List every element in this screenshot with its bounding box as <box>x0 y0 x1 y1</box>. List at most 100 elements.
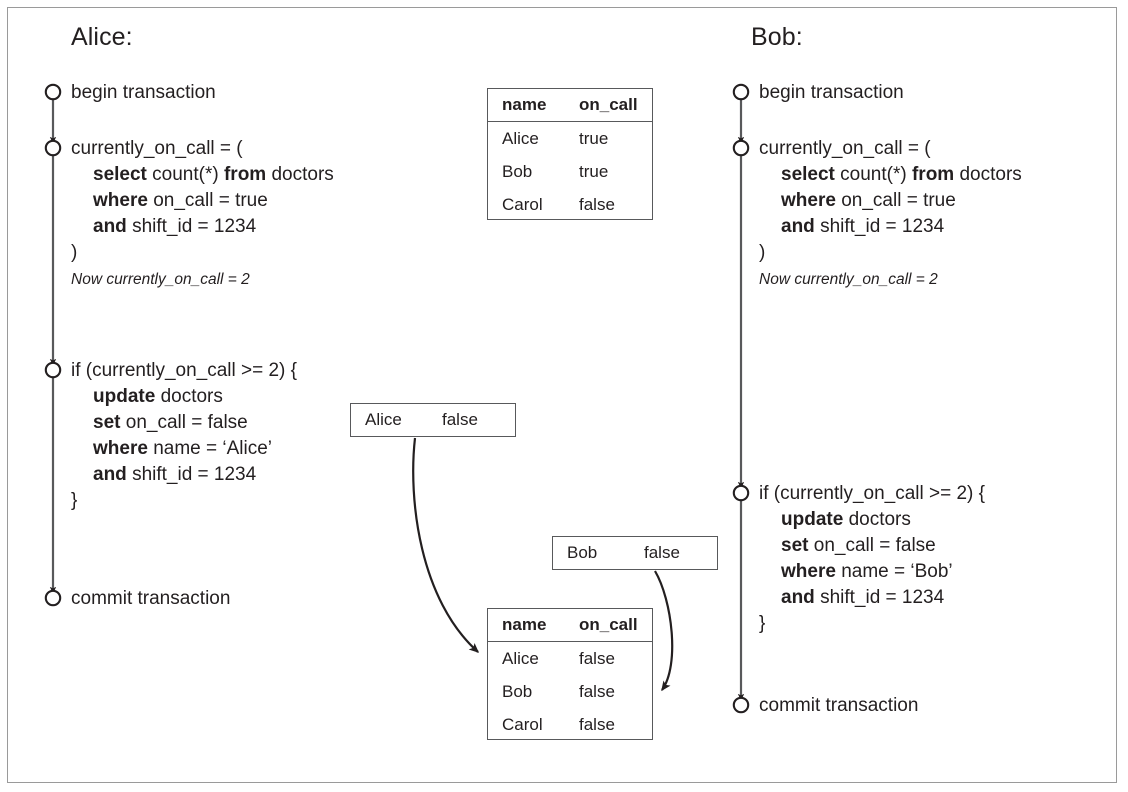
th-on-call: on_call <box>577 609 652 642</box>
table-row: Alice true <box>488 122 652 156</box>
alice-step-commit: commit transaction <box>71 586 230 612</box>
table-row: Bob true <box>488 155 652 188</box>
val-name-alice: name = ‘Alice’ <box>153 438 273 459</box>
bob-select-line-3: where on_call = true <box>759 188 1022 214</box>
column-title-alice: Alice: <box>71 23 133 51</box>
alice-if-line-6: } <box>71 490 78 511</box>
write-row-bob: Bob false <box>552 536 718 570</box>
val-count-b: count(*) <box>840 164 907 185</box>
kw-from: from <box>223 164 267 185</box>
bob-select-line-5: ) <box>759 242 766 263</box>
cell-on-call: false <box>579 648 615 668</box>
bob-if-line-4: where name = ‘Bob’ <box>759 559 985 585</box>
bob-select-line-1: currently_on_call = ( <box>759 138 931 159</box>
alice-select-line-1: currently_on_call = ( <box>71 138 243 159</box>
bob-note: Now currently_on_call = 2 <box>759 271 938 288</box>
alice-select-line-5: ) <box>71 242 78 263</box>
cell-name: Bob <box>502 161 533 181</box>
alice-select-line-3: where on_call = true <box>71 188 334 214</box>
cell-on-call: true <box>579 128 609 148</box>
val-oncall: on_call = true <box>153 190 268 211</box>
write-row-bob-value: false <box>644 543 680 562</box>
alice-select-line-2: select count(*) from doctors <box>71 162 334 188</box>
write-row-bob-name: Bob <box>567 543 598 562</box>
cell-on-call: false <box>579 681 615 701</box>
cell-on-call: true <box>579 161 609 181</box>
th-on-call: on_call <box>577 89 652 122</box>
kw-from-b: from <box>911 164 955 185</box>
cell-name: Carol <box>502 714 543 734</box>
bob-if-line-3: set on_call = false <box>759 533 985 559</box>
table-row: Alice false <box>488 642 652 676</box>
kw-where: where <box>93 190 148 211</box>
table-header-row: name on_call <box>488 609 652 642</box>
val-shiftid: shift_id = 1234 <box>132 216 257 237</box>
val-oncall-b: on_call = true <box>841 190 956 211</box>
doctors-table-before: name on_call Alice true Bob true Carol f… <box>487 88 653 220</box>
bob-step-begin: begin transaction <box>759 80 904 106</box>
bob-if-line-5: and shift_id = 1234 <box>759 585 985 611</box>
val-oncall-false: on_call = false <box>125 412 248 433</box>
table-row: Bob false <box>488 675 652 708</box>
val-doctors-b: doctors <box>959 164 1022 185</box>
bob-step-select: currently_on_call = ( select count(*) fr… <box>759 136 1022 291</box>
bob-begin-label: begin transaction <box>759 82 904 103</box>
kw-where-2: where <box>93 438 148 459</box>
cell-name: Alice <box>502 648 539 668</box>
alice-if-line-4: where name = ‘Alice’ <box>71 436 297 462</box>
cell-on-call: false <box>579 194 615 214</box>
val-oncall-false-b: on_call = false <box>813 535 936 556</box>
alice-step-if: if (currently_on_call >= 2) { update doc… <box>71 358 297 514</box>
write-row-alice: Alice false <box>350 403 516 437</box>
val-count: count(*) <box>152 164 219 185</box>
kw-select: select <box>93 164 147 185</box>
bob-commit-label: commit transaction <box>759 695 919 716</box>
cell-name: Carol <box>502 194 543 214</box>
bob-step-commit: commit transaction <box>759 693 918 719</box>
alice-if-line-3: set on_call = false <box>71 410 297 436</box>
doctors-table-after: name on_call Alice false Bob false Carol… <box>487 608 653 740</box>
kw-where-b2: where <box>781 561 836 582</box>
val-shiftid-b: shift_id = 1234 <box>820 216 945 237</box>
val-name-bob: name = ‘Bob’ <box>841 561 953 582</box>
alice-step-begin: begin transaction <box>71 80 216 106</box>
val-doctors-2: doctors <box>160 386 223 407</box>
kw-and-2: and <box>93 464 127 485</box>
cell-name: Alice <box>502 128 539 148</box>
th-name: name <box>488 89 577 122</box>
bob-if-line-6: } <box>759 613 766 634</box>
val-doctors: doctors <box>271 164 334 185</box>
kw-update: update <box>93 386 156 407</box>
cell-name: Bob <box>502 681 533 701</box>
bob-select-line-4: and shift_id = 1234 <box>759 214 1022 240</box>
alice-commit-label: commit transaction <box>71 588 231 609</box>
kw-where-b: where <box>781 190 836 211</box>
kw-and-b2: and <box>781 587 815 608</box>
alice-begin-label: begin transaction <box>71 82 216 103</box>
cell-on-call: false <box>579 714 615 734</box>
val-shiftid-b2: shift_id = 1234 <box>820 587 945 608</box>
alice-select-line-4: and shift_id = 1234 <box>71 214 334 240</box>
kw-select-b: select <box>781 164 835 185</box>
val-doctors-b2: doctors <box>848 509 911 530</box>
alice-if-line-5: and shift_id = 1234 <box>71 462 297 488</box>
write-row-alice-value: false <box>442 410 478 429</box>
kw-set: set <box>93 412 121 433</box>
alice-note: Now currently_on_call = 2 <box>71 271 250 288</box>
bob-if-line-1: if (currently_on_call >= 2) { <box>759 483 986 504</box>
write-row-alice-name: Alice <box>365 410 402 429</box>
kw-and-b: and <box>781 216 815 237</box>
kw-update-b: update <box>781 509 844 530</box>
table-header-row: name on_call <box>488 89 652 122</box>
th-name: name <box>488 609 577 642</box>
alice-if-line-1: if (currently_on_call >= 2) { <box>71 360 298 381</box>
bob-if-line-2: update doctors <box>759 507 985 533</box>
bob-select-line-2: select count(*) from doctors <box>759 162 1022 188</box>
alice-step-select: currently_on_call = ( select count(*) fr… <box>71 136 334 291</box>
val-shiftid-2: shift_id = 1234 <box>132 464 257 485</box>
kw-and: and <box>93 216 127 237</box>
table-row: Carol false <box>488 188 652 221</box>
table-row: Carol false <box>488 708 652 741</box>
diagram-frame <box>7 7 1117 783</box>
